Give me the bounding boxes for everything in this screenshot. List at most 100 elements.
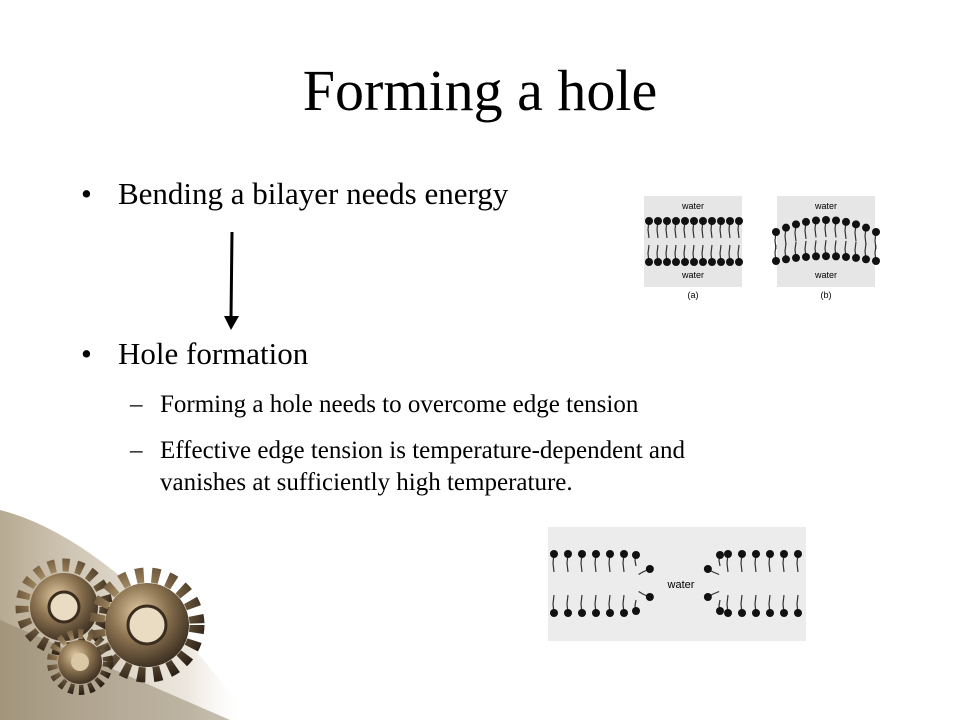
lipid-head — [690, 258, 698, 266]
lipid-head — [606, 609, 614, 617]
subbullet-marker: – — [130, 437, 143, 464]
lipid-head — [564, 609, 572, 617]
lipid-head — [802, 252, 810, 261]
lipid-head — [772, 228, 780, 236]
lipid-head — [717, 258, 725, 266]
lipid-head — [852, 253, 860, 262]
lipid-head — [699, 258, 707, 266]
lipid-head — [812, 252, 820, 261]
lipid-head — [780, 550, 788, 558]
subbullet-text-line-2: vanishes at sufficiently high temperatur… — [160, 469, 573, 496]
lipid-head — [724, 609, 732, 617]
lipid-head — [832, 216, 840, 225]
lipid-head — [772, 257, 780, 265]
lipid-head — [708, 258, 716, 266]
water-label-bottom-b: water — [814, 270, 837, 280]
bullet-marker: • — [81, 176, 92, 211]
water-label-top-a: water — [681, 201, 704, 211]
lipid-head — [592, 609, 600, 617]
lipid-head — [672, 258, 680, 266]
lipid-head — [862, 255, 870, 264]
lipid-head — [842, 252, 850, 261]
lipid-head — [832, 252, 840, 261]
bullet-text: Hole formation — [118, 336, 309, 371]
lipid-head — [738, 550, 746, 558]
bullet-text: Bending a bilayer needs energy — [118, 176, 509, 211]
lipid-head — [822, 216, 830, 224]
gears-icon — [0, 510, 250, 720]
lipid-head — [862, 223, 870, 232]
lipid-head — [663, 217, 671, 225]
water-label-hole: water — [667, 579, 695, 591]
lipid-head — [782, 255, 790, 264]
lipid-head — [872, 228, 880, 236]
lipid-head — [645, 217, 653, 225]
lipid-head — [752, 609, 760, 617]
lipid-head — [852, 220, 860, 229]
water-label-bottom-a: water — [681, 270, 704, 280]
lipid-head — [690, 217, 698, 225]
lipid-head — [717, 217, 725, 225]
lipid-head — [681, 258, 689, 266]
bullet-bending: • Bending a bilayer needs energy — [81, 176, 509, 212]
bilayer-flat — [645, 217, 743, 266]
lipid-head — [802, 217, 810, 226]
lipid-head — [716, 607, 724, 615]
subbullet-edge-tension: – Forming a hole needs to overcome edge … — [130, 389, 639, 421]
membrane-left-edge — [550, 550, 654, 617]
lipid-head — [794, 550, 802, 558]
subbullet-temperature: – Effective edge tension is temperature-… — [130, 435, 686, 499]
water-label-top-b: water — [814, 201, 837, 211]
subbullet-text: Forming a hole needs to overcome edge te… — [160, 391, 639, 418]
subbullet-marker: – — [130, 391, 143, 418]
lipid-head — [716, 551, 724, 559]
down-arrow-icon — [224, 231, 239, 330]
lipid-head — [780, 609, 788, 617]
lipid-head — [735, 258, 743, 266]
slide-title: Forming a hole — [302, 58, 658, 123]
lipid-head — [550, 609, 558, 617]
subbullet-text-line-1: Effective edge tension is temperature-de… — [160, 437, 686, 464]
lipid-head — [738, 609, 746, 617]
lipid-head — [703, 593, 712, 601]
lipid-head — [724, 550, 732, 558]
bullet-marker: • — [81, 336, 92, 371]
lipid-head — [735, 217, 743, 225]
bilayer-bent — [772, 216, 880, 265]
lipid-head — [654, 217, 662, 225]
lipid-head — [672, 217, 680, 225]
lipid-head — [703, 565, 712, 573]
lipid-head — [620, 550, 628, 558]
lipid-head — [632, 551, 640, 559]
lipid-head — [632, 607, 640, 615]
lipid-head — [822, 252, 830, 261]
lipid-head — [842, 217, 850, 226]
lipid-head — [792, 220, 800, 229]
lipid-head — [550, 550, 558, 558]
lipid-head — [645, 565, 654, 573]
lipid-head — [792, 253, 800, 262]
hole-formation-figure: water — [548, 527, 806, 641]
lipid-head — [645, 593, 654, 601]
lipid-head — [766, 609, 774, 617]
lipid-head — [645, 258, 653, 266]
lipid-head — [592, 550, 600, 558]
lipid-head — [663, 258, 671, 266]
bilayer-bending-figure: water water water water (a) (b) — [644, 196, 880, 300]
lipid-head — [681, 217, 689, 225]
lipid-head — [752, 550, 760, 558]
lipid-head — [578, 550, 586, 558]
panel-caption-b: (b) — [821, 290, 832, 300]
lipid-head — [699, 217, 707, 225]
lipid-head — [564, 550, 572, 558]
lipid-head — [766, 550, 774, 558]
lipid-head — [812, 216, 820, 225]
lipid-head — [654, 258, 662, 266]
lipid-head — [794, 609, 802, 617]
panel-caption-a: (a) — [688, 290, 699, 300]
lipid-head — [620, 609, 628, 617]
lipid-head — [708, 217, 716, 225]
lipid-head — [578, 609, 586, 617]
lipid-head — [606, 550, 614, 558]
